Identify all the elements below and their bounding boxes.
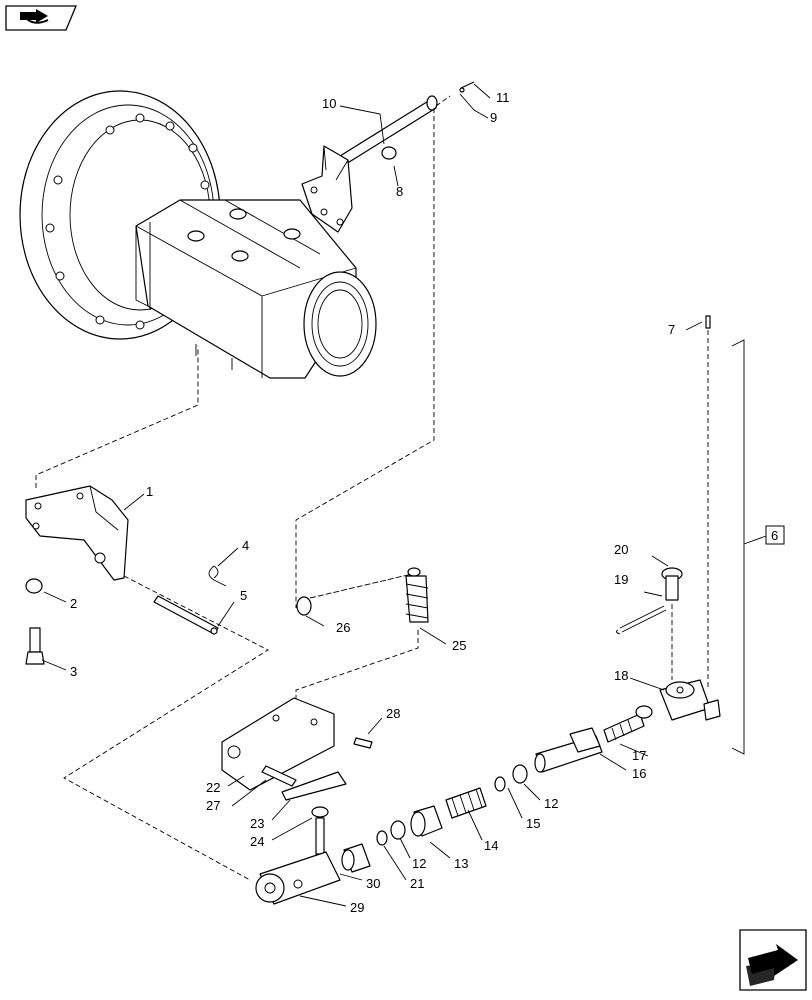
dashed-line-spring	[295, 630, 419, 716]
callout-6: 6	[771, 528, 778, 543]
part-21-circlip	[376, 830, 388, 846]
callout-box-6	[765, 525, 785, 545]
callout-30: 30	[366, 876, 380, 891]
part-12-washer-upper	[512, 764, 528, 784]
callout-13: 13	[454, 856, 468, 871]
part-16-shaft	[534, 727, 603, 773]
part-24-spring-pin	[311, 806, 329, 855]
callout-14: 14	[484, 838, 498, 853]
dashed-line-bracket-to-housing	[35, 346, 199, 488]
part-30-bushing	[341, 843, 371, 873]
callout-21: 21	[410, 876, 424, 891]
callout-19: 19	[614, 572, 628, 587]
callout-9: 9	[490, 110, 497, 125]
callout-29: 29	[350, 900, 364, 915]
part-3-bolt	[25, 627, 45, 665]
part-20-clevis-pin	[661, 567, 683, 601]
dashed-line-pin	[63, 575, 269, 881]
callout-10: 10	[322, 96, 336, 111]
callout-11: 11	[496, 90, 510, 105]
part-8-washer	[381, 146, 397, 160]
transmission-housing	[19, 90, 377, 379]
leader-lines	[41, 83, 703, 907]
part-17-threaded-rod	[603, 705, 653, 743]
part-7-pin	[705, 315, 711, 329]
part-23-lever	[281, 771, 347, 801]
callout-7: 7	[668, 322, 675, 337]
callout-labels: 10 8 9 11 1 2 3 4 5 26 25 7 6 20 19 18 2…	[70, 90, 778, 915]
part-2-washer	[25, 578, 43, 594]
callout-4: 4	[242, 538, 249, 553]
part-12-washer-lower	[390, 820, 406, 840]
callout-12-lower: 12	[412, 856, 426, 871]
callout-23: 23	[250, 816, 264, 831]
part-13-sleeve	[410, 805, 443, 837]
callout-5: 5	[240, 588, 247, 603]
dashed-line-pin-to-rod	[435, 95, 451, 107]
callout-12-upper: 12	[544, 796, 558, 811]
part-26-chain	[296, 573, 413, 616]
callout-20: 20	[614, 542, 628, 557]
part-22-lever-bracket	[221, 697, 335, 791]
callout-24: 24	[250, 834, 264, 849]
callout-18: 18	[614, 668, 628, 683]
next-page-arrow-icon[interactable]	[739, 929, 807, 991]
part-29-clevis	[255, 851, 341, 905]
part-27-pin	[261, 765, 297, 787]
part-1-bracket	[25, 485, 129, 581]
callout-22: 22	[206, 780, 220, 795]
callout-28: 28	[386, 706, 400, 721]
part-28-pin	[353, 737, 373, 749]
book-arrow-icon[interactable]	[5, 5, 77, 31]
callout-17: 17	[632, 748, 646, 763]
callout-3: 3	[70, 664, 77, 679]
callout-1: 1	[146, 484, 153, 499]
part-18-clevis	[659, 679, 721, 721]
callout-26: 26	[336, 620, 350, 635]
dashed-line-rod-to-chain	[295, 108, 435, 608]
callout-25: 25	[452, 638, 466, 653]
part-5-pin	[153, 595, 219, 635]
part-19-cotter-pin	[615, 605, 667, 635]
callout-15: 15	[526, 816, 540, 831]
part-11-screw	[459, 81, 475, 93]
callout-16: 16	[632, 766, 646, 781]
part-4-clip	[208, 565, 227, 587]
callout-2: 2	[70, 596, 77, 611]
callout-8: 8	[396, 184, 403, 199]
part-14-spring	[445, 787, 487, 819]
reference-bracket	[731, 339, 745, 755]
part-10-rod-bracket	[301, 95, 438, 233]
part-15-circlip	[494, 776, 506, 792]
part-25-spring	[405, 567, 429, 623]
callout-27: 27	[206, 798, 220, 813]
